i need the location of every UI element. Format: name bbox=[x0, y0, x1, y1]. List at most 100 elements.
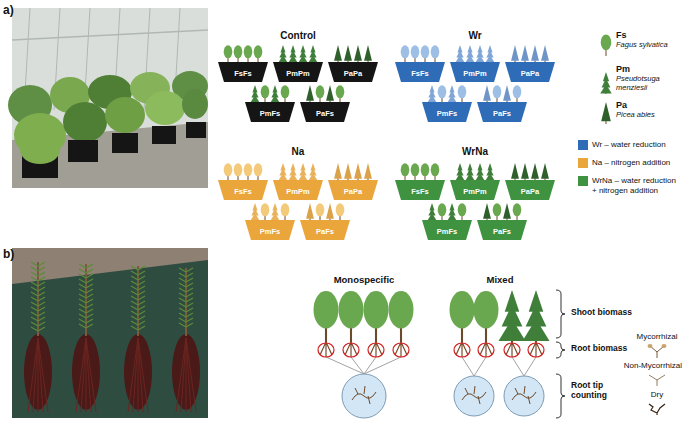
text-label: Pm bbox=[616, 64, 630, 74]
needle bbox=[79, 324, 86, 328]
needle bbox=[186, 313, 193, 317]
beech-crown bbox=[401, 45, 410, 58]
photo-pot bbox=[186, 122, 206, 138]
pot-node: PaPa bbox=[328, 62, 378, 82]
pot-label: PaFs bbox=[316, 222, 334, 242]
needle bbox=[86, 274, 93, 278]
pot-node: PmFs bbox=[245, 102, 295, 122]
needle bbox=[131, 306, 138, 310]
beech-crown bbox=[244, 45, 253, 58]
douglas-fir-crown bbox=[485, 55, 494, 63]
spruce-crown bbox=[364, 163, 372, 179]
root-marker bbox=[343, 343, 359, 357]
text-label: Wr bbox=[468, 30, 481, 42]
needle bbox=[131, 326, 138, 330]
label-text: Pseudotsuga menziesii bbox=[616, 74, 660, 92]
legend-swatch bbox=[578, 158, 588, 168]
pot-node: PmPm bbox=[450, 180, 500, 200]
spruce-crown bbox=[326, 203, 334, 219]
beech-crown bbox=[431, 45, 440, 58]
needle bbox=[179, 293, 186, 297]
needle bbox=[186, 308, 193, 312]
douglas-fir-crown bbox=[288, 55, 297, 63]
needle bbox=[38, 307, 45, 311]
legend-text-box: WrNa – water reduction + nitrogen additi… bbox=[592, 176, 680, 195]
needle bbox=[186, 318, 193, 322]
dry-root-icon bbox=[649, 404, 665, 415]
needle bbox=[31, 302, 38, 306]
root-strand bbox=[138, 338, 148, 412]
needle bbox=[38, 327, 45, 331]
douglas-fir-crown bbox=[475, 55, 484, 63]
douglas-fir-crown bbox=[250, 213, 259, 221]
label-text: Fagus sylvatica bbox=[616, 40, 668, 49]
needle bbox=[31, 282, 38, 286]
mycorrhizal-icon bbox=[648, 344, 653, 348]
needle bbox=[131, 311, 138, 315]
text-label: b) bbox=[3, 248, 14, 262]
root-strand bbox=[81, 338, 86, 412]
seedling-stem bbox=[137, 266, 139, 336]
needle bbox=[31, 287, 38, 291]
legend-text-box: Wr – water reduction bbox=[592, 140, 680, 150]
root-strand bbox=[186, 338, 196, 412]
label-text: Dry bbox=[651, 390, 663, 399]
needle bbox=[31, 297, 38, 301]
beech-crown bbox=[458, 203, 467, 216]
spruce-crown bbox=[344, 163, 352, 179]
pot-label: PaFs bbox=[316, 104, 334, 124]
needle bbox=[79, 299, 86, 303]
douglas-fir-crown bbox=[447, 213, 456, 221]
text-label: Mixed bbox=[487, 275, 514, 286]
pot-node: PaPa bbox=[505, 62, 555, 82]
spruce-crown bbox=[511, 163, 519, 179]
spruce-crown bbox=[601, 102, 611, 121]
pot-node: FsFs bbox=[395, 62, 445, 82]
seedling-stem bbox=[85, 264, 87, 336]
douglas-fir-crown bbox=[600, 84, 611, 93]
needle bbox=[86, 324, 93, 328]
curly-bracket bbox=[556, 290, 565, 338]
needle bbox=[138, 281, 145, 285]
douglas-fir-crown bbox=[465, 173, 474, 181]
douglas-fir-crown bbox=[522, 319, 549, 341]
needle bbox=[79, 284, 86, 288]
pot-label: PaFs bbox=[493, 104, 511, 124]
sampling-line bbox=[462, 357, 474, 376]
pot-label: PmPm bbox=[286, 64, 309, 84]
beech-crown bbox=[261, 85, 270, 98]
pot-node: PaFs bbox=[477, 102, 527, 122]
root-strand bbox=[138, 338, 143, 412]
needle bbox=[86, 269, 93, 273]
spruce-crown bbox=[354, 45, 362, 61]
legend-text: Na – nitrogen addition bbox=[592, 158, 670, 167]
text-label: Control bbox=[280, 30, 316, 42]
needle bbox=[131, 276, 138, 280]
label-text: Root biomass bbox=[571, 343, 627, 353]
needle bbox=[31, 277, 38, 281]
beech-crown bbox=[254, 45, 263, 58]
shrub bbox=[145, 91, 185, 125]
douglas-fir-crown bbox=[427, 213, 436, 221]
needle bbox=[79, 319, 86, 323]
root-strand bbox=[33, 338, 38, 412]
needle bbox=[179, 298, 186, 302]
pot-label: PaPa bbox=[521, 64, 539, 84]
root-strand bbox=[38, 338, 48, 412]
spruce-crown bbox=[326, 85, 334, 101]
beech-crown bbox=[224, 163, 233, 176]
needle bbox=[86, 304, 93, 308]
beech-crown bbox=[281, 203, 290, 216]
spruce-crown bbox=[306, 203, 314, 219]
label-text: Shoot biomass bbox=[571, 307, 632, 317]
needle bbox=[179, 268, 186, 272]
needle bbox=[79, 304, 86, 308]
label-text: Root tip counting bbox=[571, 380, 607, 400]
needle bbox=[79, 294, 86, 298]
beech-crown bbox=[316, 85, 325, 98]
needle bbox=[31, 322, 38, 326]
needle bbox=[179, 318, 186, 322]
curly-bracket bbox=[556, 342, 565, 358]
needle bbox=[38, 297, 45, 301]
pot-label: FsFs bbox=[234, 182, 252, 202]
